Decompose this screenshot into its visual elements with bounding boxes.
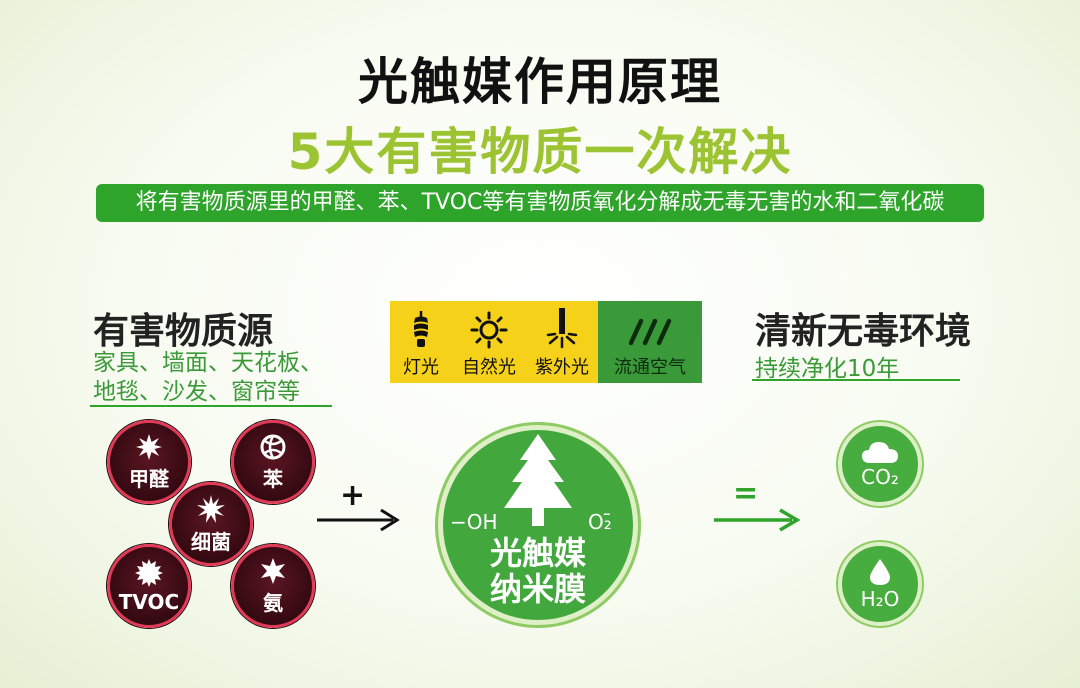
page-title: 光触媒作用原理 [358, 53, 722, 111]
pollutant-ammonia: 氨 [231, 544, 315, 628]
light-label-lamp: 灯光 [403, 357, 439, 378]
catalyst-label-line-1: 光触媒 [489, 534, 586, 572]
catalyst-label: 光触媒 纳米膜 [438, 535, 638, 607]
cloud-icon [862, 442, 898, 463]
pollutant-label: 细菌 [191, 529, 231, 554]
light-conditions-strip: 灯光 自然光 紫外光 [390, 301, 702, 383]
uv-light-icon [546, 308, 578, 349]
light-cell-airflow: 流通空气 [598, 301, 702, 383]
pollutant-label: 苯 [263, 466, 283, 491]
equals-sign: = [733, 476, 759, 511]
pollutant-label: TVOC [118, 590, 180, 614]
source-desc-line-2: 地毯、沙发、窗帘等 [93, 379, 300, 405]
star-icon [261, 557, 285, 584]
source-description: 家具、墙面、天花板、 地毯、沙发、窗帘等 [93, 349, 323, 407]
water-drop-icon [870, 559, 890, 585]
pollutant-tvoc: TVOC [107, 544, 191, 628]
light-cell-uv: 紫外光 [526, 301, 598, 383]
environment-underline [752, 379, 960, 381]
tree-icon [504, 434, 572, 526]
catalyst-label-line-2: 纳米膜 [489, 570, 586, 608]
starburst-icon [136, 433, 162, 460]
pollutant-formaldehyde: 甲醛 [107, 420, 191, 504]
light-label-sun: 自然光 [462, 357, 516, 378]
result-co2: CO₂ [838, 422, 922, 506]
result-h2o: H₂O [838, 542, 922, 626]
pollutant-bacteria: 细菌 [169, 482, 253, 566]
green-arrow-right-icon [714, 508, 801, 532]
hydroxyl-label: −OH [450, 510, 498, 534]
light-cell-sun: 自然光 [452, 301, 526, 383]
sun-icon [470, 311, 508, 349]
sunburst-icon [135, 559, 163, 587]
environment-title: 清新无毒环境 [755, 311, 972, 352]
pollutant-label: 甲醛 [129, 466, 169, 491]
pollutant-benzene: 苯 [231, 420, 315, 504]
light-label-airflow: 流通空气 [614, 357, 686, 378]
pollutant-label: 氨 [263, 590, 283, 615]
environment-description: 持续净化10年 [755, 356, 900, 382]
page-subtitle: 5大有害物质一次解决 [287, 123, 793, 181]
lamp-icon [414, 311, 428, 347]
source-desc-line-1: 家具、墙面、天花板、 [93, 350, 323, 376]
superoxide-label: O₂̄ [588, 510, 612, 534]
light-cell-lamp: 灯光 [390, 301, 452, 383]
description-banner: 将有害物质源里的甲醛、苯、TVOC等有害物质氧化分解成无毒无害的水和二氧化碳 [96, 184, 984, 222]
splat-icon [197, 494, 225, 523]
plus-sign: + [340, 478, 366, 513]
source-title: 有害物质源 [93, 311, 274, 352]
result-label-co2: CO₂ [861, 465, 899, 489]
globe-icon [260, 434, 286, 459]
airflow-icon [628, 318, 672, 346]
source-underline [90, 405, 332, 407]
light-label-uv: 紫外光 [535, 357, 589, 378]
result-label-h2o: H₂O [860, 587, 900, 611]
arrow-right-icon [317, 508, 400, 532]
